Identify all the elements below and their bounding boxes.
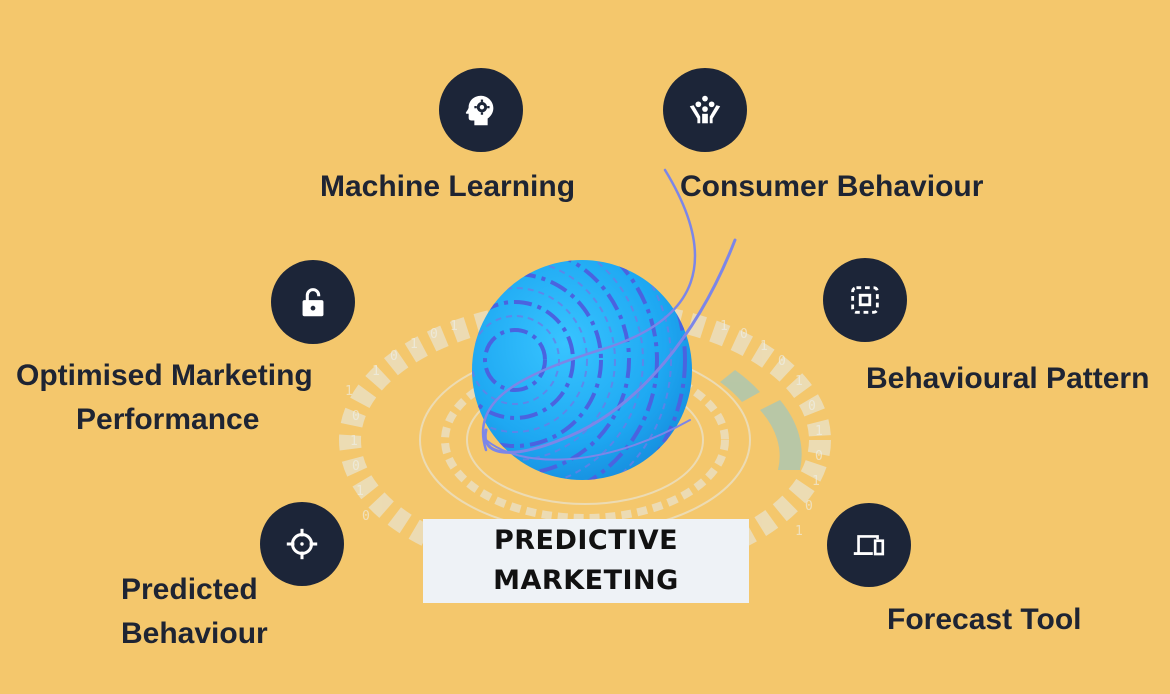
consumer-behaviour-icon-circle xyxy=(663,68,747,152)
predictive-marketing-title-box: PREDICTIVE MARKETING xyxy=(423,519,749,603)
consumer-behaviour-label: Consumer Behaviour xyxy=(680,170,984,203)
optimised-marketing-icon-circle xyxy=(271,260,355,344)
svg-text:1: 1 xyxy=(795,524,803,539)
svg-text:0: 0 xyxy=(390,349,398,364)
svg-text:1: 1 xyxy=(450,319,458,334)
crosshair-target-icon xyxy=(286,528,318,560)
forecast-tool-label: Forecast Tool xyxy=(887,603,1082,636)
optimised-marketing-label-line1: Optimised Marketing xyxy=(16,359,313,392)
svg-text:0: 0 xyxy=(778,354,786,369)
title-line-2: MARKETING xyxy=(493,565,679,596)
predicted-behaviour-label-line1: Predicted xyxy=(121,573,258,606)
svg-text:1: 1 xyxy=(345,384,353,399)
svg-text:0: 0 xyxy=(740,327,748,342)
svg-text:1: 1 xyxy=(815,424,823,439)
svg-text:1: 1 xyxy=(350,434,358,449)
unlock-icon xyxy=(302,288,324,317)
svg-text:1: 1 xyxy=(812,474,820,489)
forecast-tool-icon-circle xyxy=(827,503,911,587)
behavioural-pattern-label: Behavioural Pattern xyxy=(866,362,1150,395)
head-gear-icon xyxy=(465,95,494,126)
svg-text:1: 1 xyxy=(720,319,728,334)
svg-text:1: 1 xyxy=(795,374,803,389)
predicted-behaviour-icon-circle xyxy=(260,502,344,586)
svg-text:1: 1 xyxy=(372,364,380,379)
svg-text:0: 0 xyxy=(352,459,360,474)
machine-learning-icon-circle xyxy=(439,68,523,152)
laptop-phone-icon xyxy=(853,535,885,556)
svg-text:0: 0 xyxy=(815,449,823,464)
svg-text:0: 0 xyxy=(808,399,816,414)
machine-learning-label: Machine Learning xyxy=(320,170,576,203)
svg-text:1: 1 xyxy=(356,484,364,499)
svg-text:1: 1 xyxy=(760,339,768,354)
optimised-marketing-label-line2: Performance xyxy=(76,403,260,436)
title-line-1: PREDICTIVE xyxy=(493,525,679,556)
dashed-select-icon xyxy=(851,286,879,314)
svg-text:0: 0 xyxy=(352,409,360,424)
svg-text:0: 0 xyxy=(805,499,813,514)
svg-text:1: 1 xyxy=(410,337,418,352)
people-hands-icon xyxy=(689,95,721,124)
svg-text:0: 0 xyxy=(430,327,438,342)
behavioural-pattern-icon-circle xyxy=(823,258,907,342)
svg-text:0: 0 xyxy=(362,509,370,524)
predicted-behaviour-label-line2: Behaviour xyxy=(121,617,268,650)
